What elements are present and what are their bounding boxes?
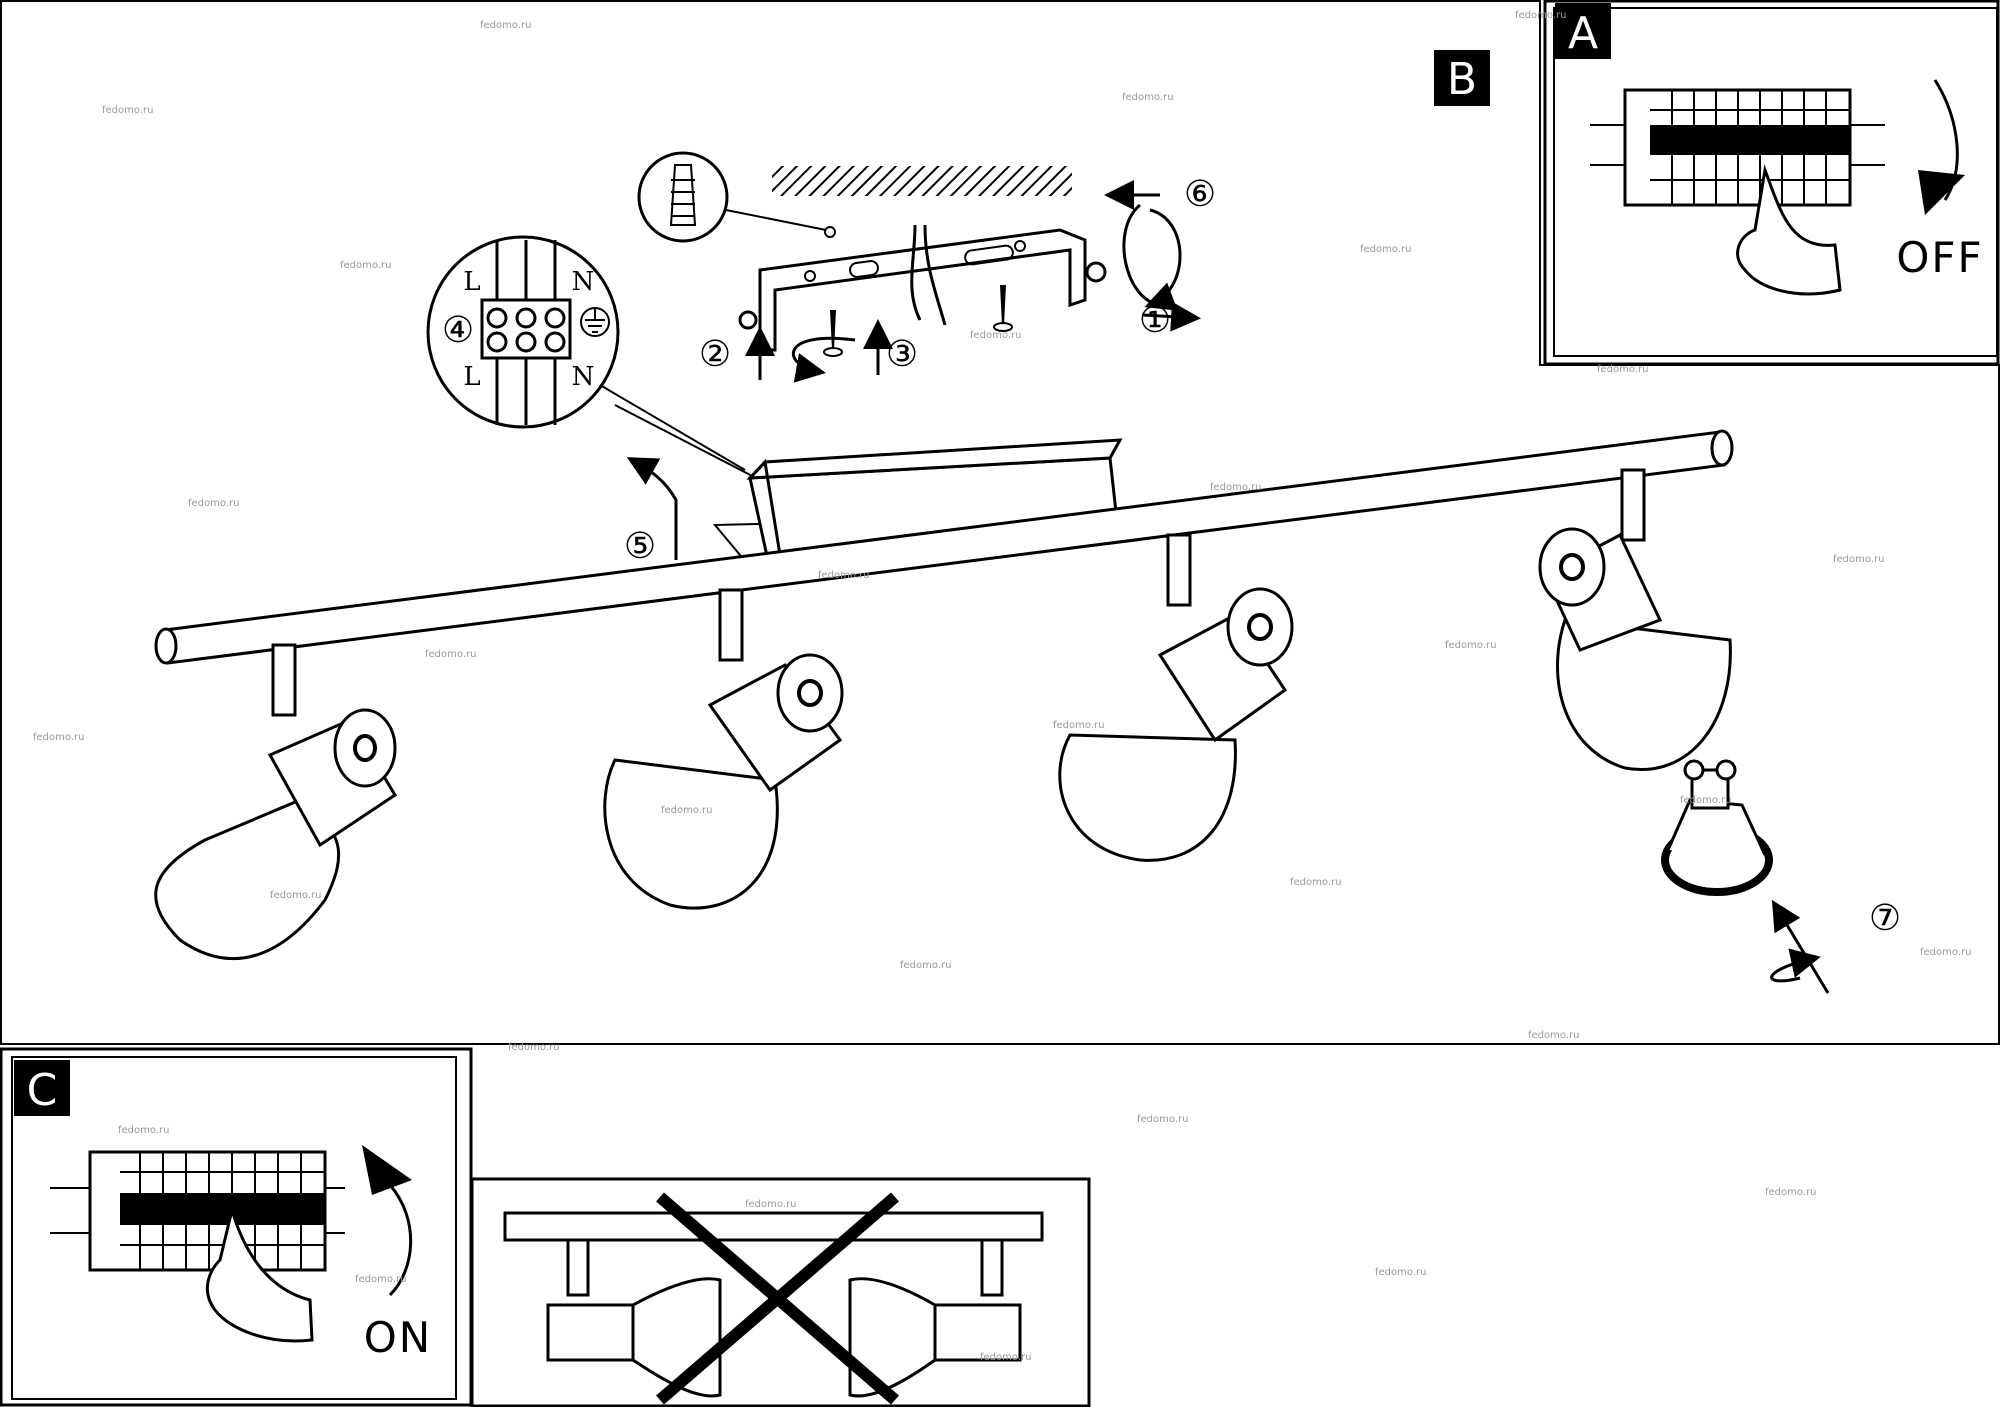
cross-mark-icon bbox=[656, 1192, 899, 1405]
arrow-head-icon bbox=[362, 1145, 412, 1195]
watermark: fedomo.ru bbox=[1210, 482, 1261, 493]
mounting-bracket bbox=[738, 224, 1107, 352]
spotlight bbox=[154, 643, 398, 961]
on-label: ON bbox=[364, 1313, 432, 1362]
watermark: fedomo.ru bbox=[1833, 554, 1884, 565]
panel-b-badge bbox=[1434, 50, 1490, 106]
hand-icon bbox=[1736, 164, 1842, 296]
watermark: fedomo.ru bbox=[480, 20, 531, 31]
watermark: fedomo.ru bbox=[270, 890, 321, 901]
spotlight-bar bbox=[154, 429, 1734, 665]
step-5-label: ⑤ bbox=[624, 526, 656, 567]
off-label: OFF bbox=[1896, 233, 1983, 282]
watermark: fedomo.ru bbox=[1680, 795, 1731, 806]
panel-b: B bbox=[0, 0, 2000, 1045]
watermark: fedomo.ru bbox=[33, 732, 84, 743]
watermarks: fedomo.ru fedomo.ru fedomo.ru fedomo.ru … bbox=[33, 10, 1971, 1363]
watermark: fedomo.ru bbox=[661, 805, 712, 816]
step-4-label: ④ bbox=[442, 310, 474, 351]
up-arrow bbox=[626, 457, 678, 560]
arrow-head-icon bbox=[1918, 170, 1965, 215]
watermark: fedomo.ru bbox=[1445, 640, 1496, 651]
watermark: fedomo.ru bbox=[425, 649, 476, 660]
rotate-arrow bbox=[1770, 948, 1821, 983]
spotlight-upside-down bbox=[848, 1238, 1022, 1398]
panel-a-badge bbox=[1555, 3, 1611, 59]
watermark: fedomo.ru bbox=[1137, 1114, 1188, 1125]
watermark: fedomo.ru bbox=[970, 330, 1021, 341]
spotlight-bar bbox=[503, 1211, 1044, 1242]
step-2-label: ② bbox=[699, 334, 731, 375]
spotlight bbox=[1538, 468, 1732, 771]
circuit-breaker-panel bbox=[50, 1150, 345, 1272]
terminal-block-callout: L N L N ④ bbox=[426, 235, 761, 481]
watermark: fedomo.ru bbox=[1360, 244, 1411, 255]
terminal-live-bottom: L bbox=[463, 362, 480, 392]
watermark: fedomo.ru bbox=[1122, 92, 1173, 103]
terminal-neutral-top: N bbox=[572, 267, 595, 297]
panel-c-letter: C bbox=[27, 1065, 58, 1116]
ceiling-hatch bbox=[772, 166, 1072, 196]
step-1-label: ① bbox=[1139, 300, 1171, 341]
watermark: fedomo.ru bbox=[1053, 720, 1104, 731]
spotlight bbox=[603, 588, 844, 910]
panel-a: A OFF bbox=[1543, 0, 2000, 366]
step-3-label: ③ bbox=[886, 334, 918, 375]
watermark: fedomo.ru bbox=[355, 1274, 406, 1285]
watermark: fedomo.ru bbox=[745, 1199, 796, 1210]
watermark: fedomo.ru bbox=[1515, 10, 1566, 21]
watermark: fedomo.ru bbox=[1765, 1187, 1816, 1198]
watermark: fedomo.ru bbox=[1528, 1030, 1579, 1041]
incorrect-orientation-panel bbox=[470, 1177, 1091, 1407]
bulb bbox=[1661, 759, 1773, 896]
watermark: fedomo.ru bbox=[900, 960, 951, 971]
watermark: fedomo.ru bbox=[1597, 364, 1648, 375]
circuit-breaker-panel bbox=[1590, 88, 1885, 207]
watermark: fedomo.ru bbox=[1290, 877, 1341, 888]
watermark: fedomo.ru bbox=[1920, 947, 1971, 958]
on-direction-arrow bbox=[388, 1184, 413, 1297]
spotlight bbox=[1058, 533, 1294, 862]
terminal-live-top: L bbox=[463, 267, 480, 297]
step-7-label: ⑦ bbox=[1869, 898, 1901, 939]
terminal-neutral-bottom: N bbox=[572, 362, 595, 392]
watermark: fedomo.ru bbox=[188, 498, 239, 509]
watermark: fedomo.ru bbox=[102, 105, 153, 116]
panel-c: C ON bbox=[0, 1047, 473, 1407]
rotate-arrow bbox=[792, 336, 856, 383]
screw bbox=[993, 285, 1013, 332]
watermark: fedomo.ru bbox=[980, 1352, 1031, 1363]
panel-a-letter: A bbox=[1568, 8, 1598, 59]
watermark: fedomo.ru bbox=[508, 1042, 559, 1053]
step-6-label: ⑥ bbox=[1184, 174, 1216, 215]
hand-icon bbox=[205, 1204, 314, 1343]
watermark: fedomo.ru bbox=[1375, 1267, 1426, 1278]
watermark: fedomo.ru bbox=[340, 260, 391, 271]
panel-c-badge bbox=[14, 1060, 70, 1116]
panel-b-letter: B bbox=[1447, 54, 1477, 105]
watermark: fedomo.ru bbox=[118, 1125, 169, 1136]
wall-plug-callout bbox=[637, 151, 836, 243]
watermark: fedomo.ru bbox=[818, 570, 869, 581]
rotate-arrow bbox=[1124, 203, 1182, 305]
screw bbox=[823, 310, 843, 357]
